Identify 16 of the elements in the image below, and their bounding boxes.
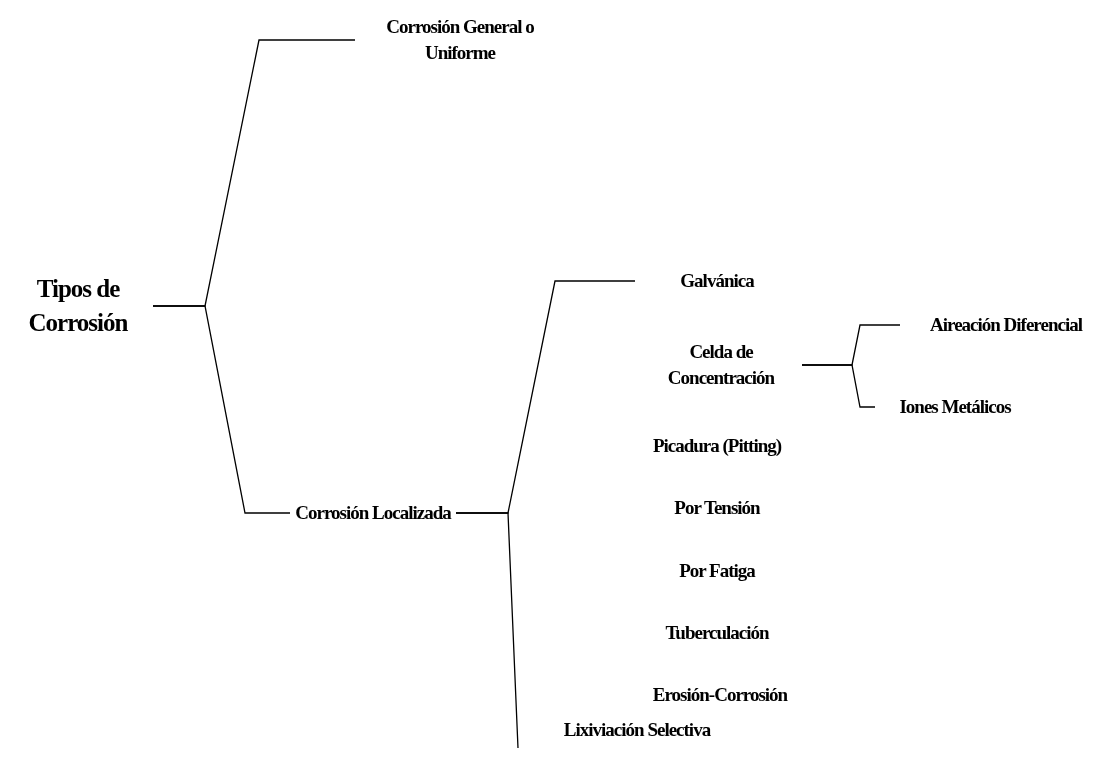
node-label: Iones Metálicos: [899, 395, 1011, 420]
node-label: Corrosión General o Uniforme: [385, 15, 535, 65]
node-label: Erosión-Corrosión: [652, 683, 788, 708]
node-label: Por Tensión: [674, 496, 760, 521]
node-label: Tipos de Corrosión: [27, 274, 129, 338]
node-label: Galvánica: [680, 269, 754, 294]
bracket-line: [801, 364, 876, 408]
node-label: Por Fatiga: [679, 559, 755, 584]
node-label: Picadura (Pitting): [652, 434, 782, 459]
bracket-line: [455, 512, 519, 749]
node-label: Corrosión Localizada: [295, 501, 451, 526]
node-label: Celda de Concentración: [666, 340, 776, 390]
node-label: Aireación Diferencial: [930, 313, 1082, 338]
node-label: Tuberculación: [665, 621, 769, 646]
node-label: Lixiviación Selectiva: [563, 718, 711, 743]
bracket-line: [152, 305, 291, 514]
